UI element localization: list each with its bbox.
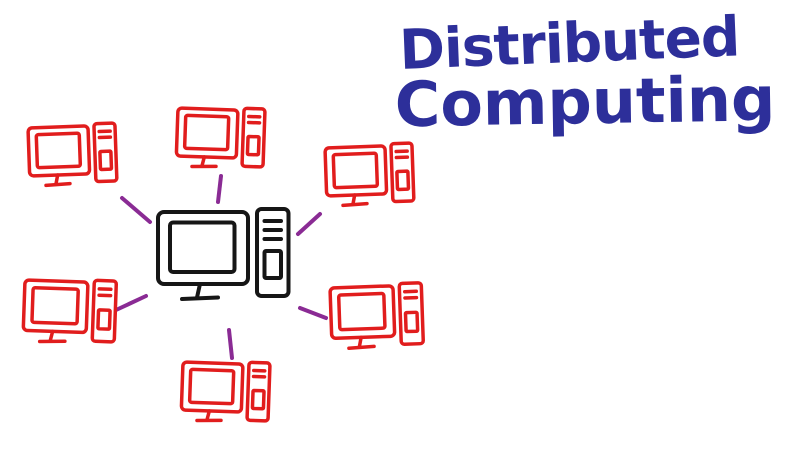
tower-drive-bay [250,388,266,411]
tower-drive-bay [245,134,261,157]
hub-computer [155,206,291,302]
tower-drive-bay [403,310,420,334]
monitor-screen [331,151,380,190]
monitor-stand [200,155,207,168]
network-link [298,306,328,320]
monitor-outline [323,144,389,198]
monitor-stand [54,173,60,186]
node-computer-bottom-right [328,281,425,351]
network-link [120,196,152,224]
monitor-outline [328,284,397,340]
monitor-outline [174,106,240,160]
tower-outline [254,206,291,299]
monitor-base [341,201,369,208]
monitor-base [44,181,72,188]
monitor-outline [26,124,92,178]
monitor-screen [167,220,237,275]
node-computer-bottom [179,360,272,423]
network-link [216,174,223,204]
tower-outline [240,106,267,169]
monitor-screen [336,291,387,332]
monitor-base [190,164,218,169]
node-computer-bottom-left [21,278,119,344]
monitor-outline [21,278,90,335]
tower-drive-bay [395,169,411,192]
monitor-base [179,295,221,302]
node-computer-top-left [26,121,119,188]
monitor-base [347,344,376,351]
network-link [296,212,322,236]
monitor-stand [351,193,357,206]
monitor-outline [179,360,245,414]
tower-outline [397,281,425,346]
tower-drive-bay [98,149,114,172]
monitor-screen [187,367,236,406]
tower-drive-bay [96,308,112,331]
monitor-screen [34,131,83,170]
page-title: Distributed Computing [394,4,798,141]
monitor-stand [357,335,363,349]
monitor-outline [155,209,251,287]
monitor-stand [48,329,55,343]
monitor-base [195,418,223,423]
network-link [227,328,234,360]
monitor-stand [205,409,212,422]
title-line-computing: Computing [394,62,776,142]
tower-outline [92,121,119,184]
tower-drive-bay [262,248,284,281]
monitor-stand [194,281,203,300]
node-computer-top-right [323,141,416,208]
monitor-screen [182,113,231,152]
monitor-screen [30,285,80,326]
node-computer-top [174,106,267,169]
tower-outline [90,278,119,344]
network-link [114,294,148,312]
tower-outline [389,141,416,204]
tower-outline [245,360,272,423]
monitor-base [37,339,67,344]
